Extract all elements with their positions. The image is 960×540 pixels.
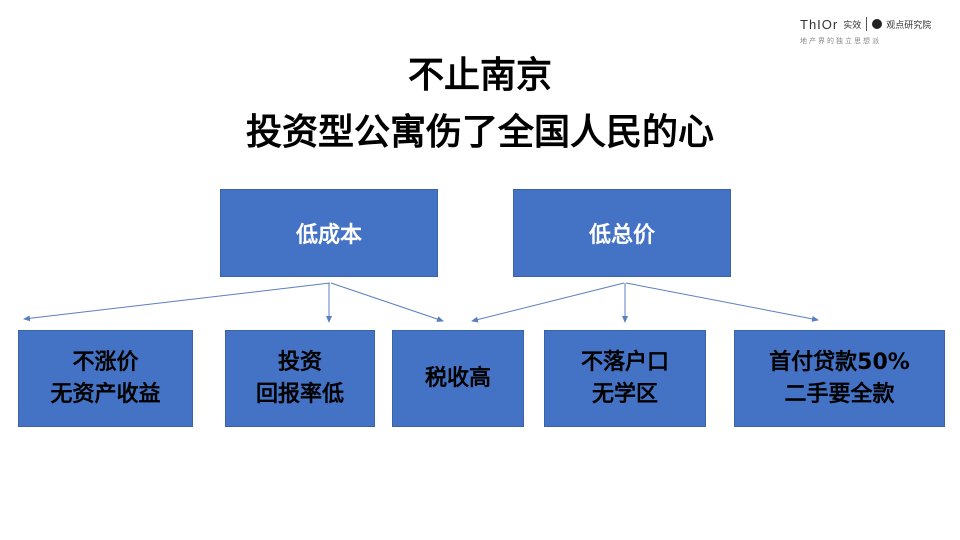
node-low-total-price: 低总价 <box>513 189 731 277</box>
node-label: 低成本 <box>295 223 362 248</box>
node-low-return: 投资 回报率低 <box>225 330 375 427</box>
logo-brand: ThIOr <box>800 16 839 32</box>
arrow-low-cost-to-high-tax <box>330 282 444 322</box>
title-line-2: 投资型公寓伤了全国人民的心 <box>245 112 714 153</box>
node-line-2: 回报率低 <box>255 381 344 407</box>
logo-institute: 观点研究院 <box>886 20 932 31</box>
arrow-low-price-to-high-tax <box>471 282 625 323</box>
logo-brand-cn: 实效 <box>843 20 862 31</box>
logo-divider <box>866 17 868 31</box>
node-high-tax: 税收高 <box>392 330 524 427</box>
node-line-1: 不落户口 <box>580 349 669 375</box>
node-low-cost: 低成本 <box>220 189 438 277</box>
node-no-hukou: 不落户口 无学区 <box>544 330 706 427</box>
logo-tagline: 地产界的独立思想派 <box>800 37 881 45</box>
node-line-2: 二手要全款 <box>784 381 895 407</box>
node-line-1: 投资 <box>277 349 322 375</box>
logo: ThIOr 实效 观点研究院 地产界的独立思想派 <box>800 14 950 54</box>
arrow-low-cost-to-no-appreciation <box>23 282 331 322</box>
node-line-2: 无学区 <box>591 381 658 407</box>
title-line-1: 不止南京 <box>407 55 552 96</box>
node-line-1: 税收高 <box>424 365 491 391</box>
node-line-1: 不涨价 <box>72 349 139 375</box>
node-line-1: 首付贷款50% <box>769 349 910 375</box>
node-down-payment: 首付贷款50% 二手要全款 <box>734 330 945 427</box>
node-no-appreciation: 不涨价 无资产收益 <box>18 330 193 427</box>
arrow-low-price-to-down-payment <box>625 282 819 322</box>
node-line-2: 无资产收益 <box>50 381 161 407</box>
logo-circle-icon <box>872 19 883 29</box>
node-label: 低总价 <box>588 223 655 248</box>
